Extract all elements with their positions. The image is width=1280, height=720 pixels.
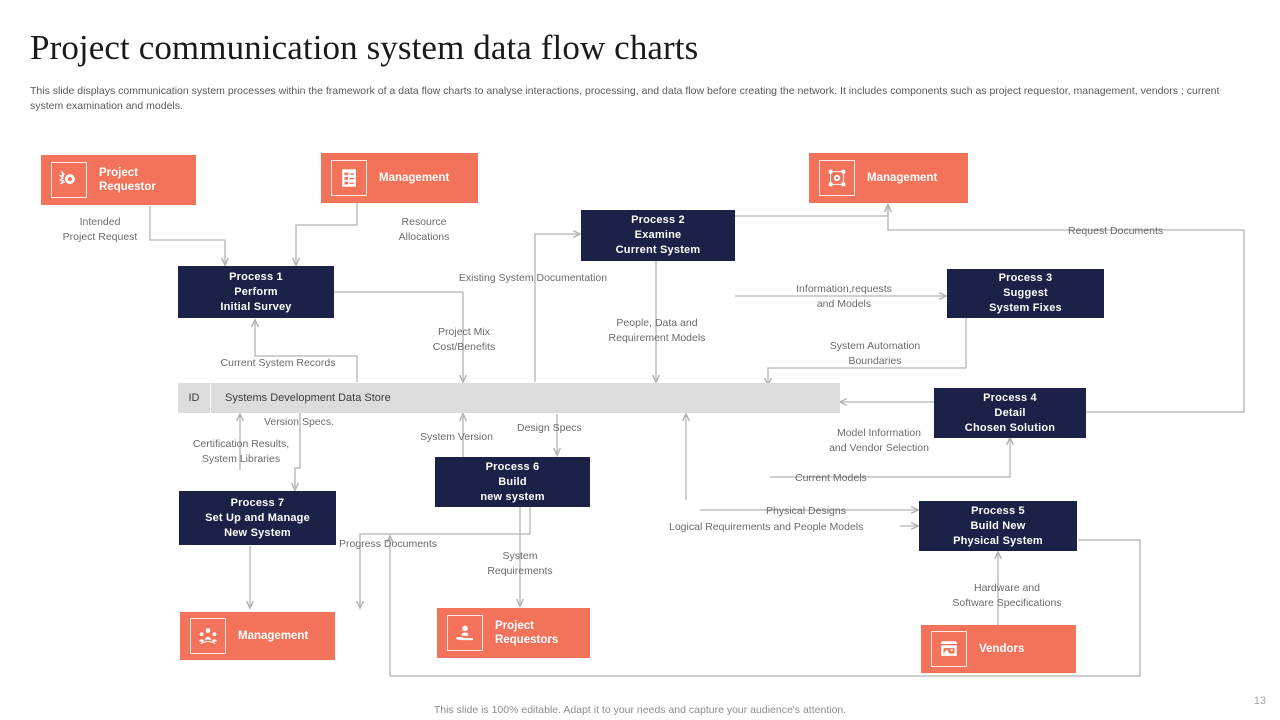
process-1-box[interactable]: Process 1 Perform Initial Survey bbox=[178, 266, 334, 318]
network-nodes-icon bbox=[819, 160, 855, 196]
process-line-3: new system bbox=[480, 490, 545, 503]
flow-label-logical-requirements: Logical Requirements and People Models bbox=[669, 521, 864, 533]
footer-note: This slide is 100% editable. Adapt it to… bbox=[433, 704, 847, 716]
flow-label-information-requests-models: Information,requests and Models bbox=[796, 283, 892, 310]
page-number: 13 bbox=[1253, 695, 1266, 707]
entity-management-bottom[interactable]: Management bbox=[180, 612, 335, 660]
entity-label: Vendors bbox=[979, 643, 1025, 655]
process-line-2: Build New bbox=[970, 519, 1026, 532]
process-line-3: New System bbox=[224, 526, 291, 539]
flow-label-current-system-records: Current System Records bbox=[220, 357, 336, 369]
process-line-3: Chosen Solution bbox=[964, 421, 1056, 434]
flow-label-existing-system-documentation: Existing System Documentation bbox=[458, 272, 608, 284]
entity-label: Management bbox=[379, 172, 450, 184]
flow-label-progress-documents: Progress Documents bbox=[339, 538, 438, 550]
process-line-3: Initial Survey bbox=[220, 300, 292, 313]
flow-label-system-automation-boundaries: System Automation Boundaries bbox=[829, 340, 921, 367]
process-4-box[interactable]: Process 4 Detail Chosen Solution bbox=[934, 388, 1086, 438]
entity-label: Project Requestor bbox=[99, 167, 156, 193]
page-title: Project communication system data flow c… bbox=[30, 28, 699, 67]
process-line-2: Set Up and Manage bbox=[205, 511, 310, 524]
process-number: Process 5 bbox=[971, 504, 1025, 517]
process-number: Process 1 bbox=[229, 270, 283, 283]
entity-label: Management bbox=[867, 172, 938, 184]
data-store-id-label: ID bbox=[178, 383, 211, 413]
flow-label-hardware-software-specs: Hardware and Software Specifications bbox=[952, 582, 1062, 609]
process-number: Process 6 bbox=[485, 460, 540, 473]
process-2-box[interactable]: Process 2 Examine Current System bbox=[581, 210, 735, 261]
entity-project-requestor-top[interactable]: Project Requestor bbox=[41, 155, 196, 205]
process-number: Process 2 bbox=[631, 214, 685, 226]
page-subtitle: This slide displays communication system… bbox=[30, 85, 1220, 112]
process-line-2: Perform bbox=[234, 285, 278, 298]
process-number: Process 7 bbox=[230, 496, 285, 509]
flow-label-design-specs: Design Specs bbox=[517, 422, 582, 434]
entity-management-top-left[interactable]: Management bbox=[321, 153, 478, 203]
process-line-2: Suggest bbox=[1003, 287, 1048, 299]
document-list-icon bbox=[331, 160, 367, 196]
project-requestor-icon bbox=[51, 162, 87, 198]
process-5-box[interactable]: Process 5 Build New Physical System bbox=[919, 501, 1077, 551]
flow-label-system-version: System Version bbox=[420, 431, 493, 443]
entity-label: Management bbox=[238, 630, 309, 642]
process-line-2: Build bbox=[498, 475, 527, 488]
hand-support-icon bbox=[447, 615, 483, 651]
flow-label-physical-designs: Physical Designs bbox=[766, 505, 846, 517]
process-line-3: Current System bbox=[615, 244, 701, 256]
process-7-box[interactable]: Process 7 Set Up and Manage New System bbox=[179, 491, 336, 545]
data-store-name: Systems Development Data Store bbox=[225, 392, 391, 404]
data-store-systems-development[interactable]: ID Systems Development Data Store bbox=[178, 383, 840, 413]
entity-label: Project Requestors bbox=[495, 620, 559, 646]
entity-management-top-right[interactable]: Management bbox=[809, 153, 968, 203]
process-line-3: System Fixes bbox=[989, 302, 1062, 314]
flow-label-certification-results: Certification Results, System Libraries bbox=[192, 438, 290, 465]
process-3-box[interactable]: Process 3 Suggest System Fixes bbox=[947, 269, 1104, 318]
flow-label-intended-project-request: Intended Project Request bbox=[62, 216, 138, 243]
process-6-box[interactable]: Process 6 Build new system bbox=[435, 457, 590, 507]
flow-label-people-data-requirement-models: People, Data and Requirement Models bbox=[608, 317, 706, 344]
process-number: Process 4 bbox=[983, 391, 1037, 404]
store-shop-icon bbox=[931, 631, 967, 667]
process-number: Process 3 bbox=[998, 272, 1053, 284]
entity-vendors-bottom[interactable]: Vendors bbox=[921, 625, 1076, 673]
team-people-icon bbox=[190, 618, 226, 654]
flow-label-version-specs: Version Specs. bbox=[264, 416, 335, 428]
process-line-2: Examine bbox=[634, 229, 682, 241]
process-line-2: Detail bbox=[994, 406, 1026, 419]
flow-label-project-mix-cost-benefits: Project Mix Cost/Benefits bbox=[432, 326, 496, 353]
flow-label-current-models: Current Models bbox=[795, 472, 867, 484]
flow-label-resource-allocations: Resource Allocations bbox=[398, 216, 450, 243]
entity-project-requestors-bottom[interactable]: Project Requestors bbox=[437, 608, 590, 658]
flow-label-system-requirements: System Requirements bbox=[487, 550, 553, 577]
process-line-3: Physical System bbox=[953, 534, 1043, 547]
flow-label-request-documents: Request Documents bbox=[1068, 225, 1164, 237]
flow-label-model-information-vendor: Model Information and Vendor Selection bbox=[829, 427, 929, 454]
